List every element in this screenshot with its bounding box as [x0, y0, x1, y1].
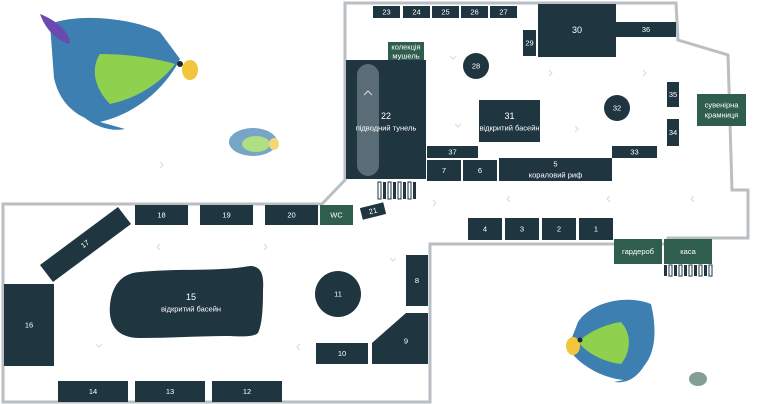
exhibit-8[interactable]: [406, 255, 428, 306]
tunnel-walkway: [357, 64, 379, 176]
angelfish-icon: [689, 372, 707, 386]
chevron-icon: [574, 125, 579, 133]
exhibit-29[interactable]: [523, 30, 536, 56]
exhibit-19[interactable]: [200, 205, 253, 225]
chevron-icon: [506, 195, 511, 203]
chevron-icon: [642, 69, 647, 77]
chevron-up-icon: [363, 90, 373, 96]
wc[interactable]: [320, 205, 353, 225]
chevron-icon: [454, 123, 462, 128]
exhibit-25[interactable]: [432, 6, 459, 18]
exhibit-36[interactable]: [616, 22, 676, 37]
exhibit-21[interactable]: [359, 202, 387, 220]
exhibit-32[interactable]: [604, 95, 630, 121]
chevron-icon: [159, 161, 164, 169]
exhibit-6[interactable]: [463, 160, 497, 181]
exhibit-10[interactable]: [316, 343, 368, 364]
exhibit-5[interactable]: [499, 158, 612, 181]
exhibit-30[interactable]: [538, 4, 616, 57]
exhibit-26[interactable]: [461, 6, 488, 18]
direction-chevrons: [95, 55, 695, 351]
exhibit-4[interactable]: [468, 218, 502, 240]
exhibit-15[interactable]: [109, 266, 264, 338]
chevron-icon: [432, 199, 437, 207]
exhibit-23[interactable]: [373, 6, 400, 18]
exhibit-12[interactable]: [212, 381, 282, 402]
exhibit-35[interactable]: [667, 82, 679, 107]
exhibit-31[interactable]: [479, 100, 540, 142]
angelfish-icon: [566, 299, 655, 383]
exhibit-20[interactable]: [265, 205, 318, 225]
exhibit-18[interactable]: [135, 205, 188, 225]
chevron-icon: [606, 195, 611, 203]
stairs-icon: [664, 264, 713, 277]
exhibit-16[interactable]: [4, 284, 54, 366]
exhibit-28[interactable]: [463, 53, 489, 79]
exhibit-37[interactable]: [427, 146, 478, 158]
angelfish-icon: [229, 128, 279, 156]
cloakroom[interactable]: [614, 239, 662, 264]
exhibit-7[interactable]: [427, 160, 461, 181]
chevron-icon: [449, 55, 457, 60]
angelfish-icon: [40, 14, 198, 130]
exhibit-9[interactable]: [372, 313, 428, 364]
exhibit-1[interactable]: [579, 218, 613, 240]
chevron-icon: [548, 69, 553, 77]
exhibit-2[interactable]: [542, 218, 576, 240]
cash-desk[interactable]: [664, 239, 712, 264]
stairs-icon: [377, 181, 416, 200]
chevron-icon: [95, 343, 103, 348]
chevron-icon: [156, 243, 161, 251]
exhibit-11[interactable]: [315, 271, 361, 317]
chevron-icon: [296, 343, 301, 351]
exhibit-13[interactable]: [135, 381, 205, 402]
shell-collection[interactable]: [388, 42, 424, 61]
chevron-icon: [690, 195, 695, 203]
exhibit-34[interactable]: [667, 119, 679, 146]
exhibit-14[interactable]: [58, 381, 128, 402]
exhibit-17[interactable]: [40, 207, 131, 282]
chevron-icon: [263, 243, 268, 251]
exhibit-24[interactable]: [403, 6, 430, 18]
exhibit-27[interactable]: [490, 6, 517, 18]
exhibit-33[interactable]: [612, 146, 657, 158]
souvenir-shop[interactable]: [697, 94, 746, 126]
exhibit-3[interactable]: [505, 218, 539, 240]
chevron-icon: [389, 257, 397, 262]
